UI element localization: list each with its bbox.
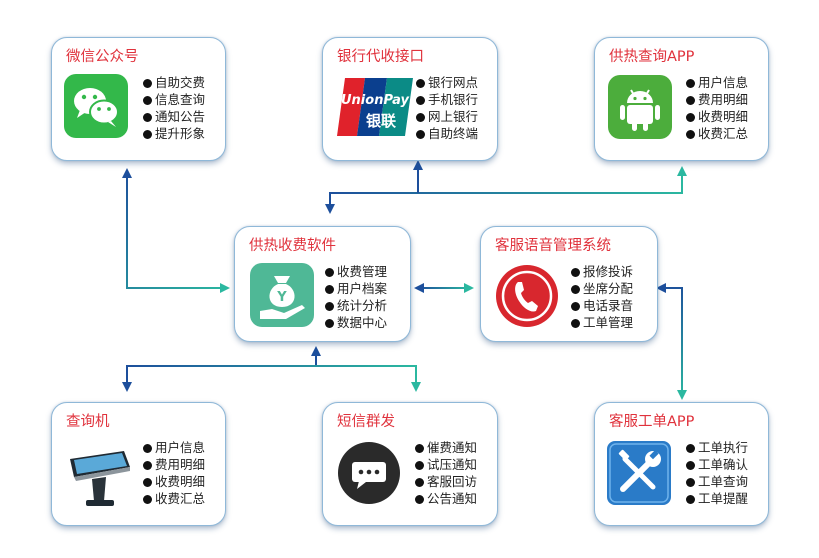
- arrowhead: [411, 382, 421, 392]
- list-item: 自助终端: [416, 125, 478, 142]
- list-item: 费用明细: [686, 91, 748, 108]
- node-title: 客服工单APP: [609, 414, 695, 430]
- feature-list: 用户信息 费用明细 收费明细 收费汇总: [143, 439, 205, 507]
- connector-voice-workorder: [665, 287, 683, 392]
- node-app: 供热查询APP 用户信息 费用明细 收费明细 收费汇总: [594, 37, 769, 161]
- node-title: 微信公众号: [66, 49, 139, 65]
- list-item: 催费通知: [415, 439, 477, 456]
- list-item: 电话录音: [571, 297, 633, 314]
- list-item: 报修投诉: [571, 263, 633, 280]
- currency-symbol: Y: [276, 290, 287, 305]
- money-bag-hand-icon: Y: [250, 263, 314, 331]
- arrowhead: [677, 390, 687, 400]
- kiosk-terminal-icon: [64, 437, 134, 513]
- arrowhead: [656, 283, 666, 293]
- list-item: 用户档案: [325, 280, 387, 297]
- node-voice: 客服语音管理系统 报修投诉 坐席分配 电话录音 工单管理: [480, 226, 658, 342]
- list-item: 工单确认: [686, 456, 748, 473]
- list-item: 网上银行: [416, 108, 478, 125]
- arrowhead: [413, 160, 423, 170]
- chat-bubble-icon: [337, 441, 401, 509]
- list-item: 手机银行: [416, 91, 478, 108]
- list-item: 统计分析: [325, 297, 387, 314]
- node-kiosk: 查询机 用户信息 费用明细 收费明细 收费汇总: [51, 402, 226, 526]
- feature-list: 报修投诉 坐席分配 电话录音 工单管理: [571, 263, 633, 331]
- node-title: 供热查询APP: [609, 49, 695, 65]
- phone-icon: [494, 263, 560, 333]
- connector-wechat-software: [126, 178, 220, 289]
- feature-list: 银行网点 手机银行 网上银行 自助终端: [416, 74, 478, 142]
- list-item: 收费明细: [143, 473, 205, 490]
- node-title: 供热收费软件: [249, 238, 336, 254]
- node-title: 银行代收接口: [337, 49, 424, 65]
- node-title: 客服语音管理系统: [495, 238, 611, 254]
- list-item: 工单管理: [571, 314, 633, 331]
- arrowhead: [311, 346, 321, 356]
- arrowhead: [464, 283, 474, 293]
- list-item: 工单执行: [686, 439, 748, 456]
- list-item: 收费汇总: [143, 490, 205, 507]
- list-item: 信息查询: [143, 91, 205, 108]
- list-item: 收费管理: [325, 263, 387, 280]
- node-title: 短信群发: [337, 414, 395, 430]
- unionpay-logo: UnionPay 银联: [335, 76, 415, 142]
- node-bank: 银行代收接口 UnionPay 银联 银行网点 手机银行 网上银行 自助终端: [322, 37, 498, 161]
- arrowhead: [122, 382, 132, 392]
- android-icon: [608, 75, 672, 143]
- list-item: 用户信息: [686, 74, 748, 91]
- list-item: 费用明细: [143, 456, 205, 473]
- feature-list: 自助交费 信息查询 通知公告 提升形象: [143, 74, 205, 142]
- arrowhead: [122, 168, 132, 178]
- arrowhead: [220, 283, 230, 293]
- wechat-icon: [64, 74, 128, 142]
- list-item: 数据中心: [325, 314, 387, 331]
- list-item: 自助交费: [143, 74, 205, 91]
- logo-text: UnionPay: [341, 93, 410, 108]
- list-item: 客服回访: [415, 473, 477, 490]
- node-sms: 短信群发 催费通知 试压通知 客服回访 公告通知: [322, 402, 498, 526]
- list-item: 用户信息: [143, 439, 205, 456]
- list-item: 收费汇总: [686, 125, 748, 142]
- arrowhead: [677, 166, 687, 176]
- connector-top-bus: [329, 174, 683, 206]
- feature-list: 收费管理 用户档案 统计分析 数据中心: [325, 263, 387, 331]
- tools-icon: [607, 441, 671, 509]
- list-item: 收费明细: [686, 108, 748, 125]
- node-software: 供热收费软件 Y 收费管理 用户档案 统计分析 数据中心: [234, 226, 411, 342]
- node-wechat: 微信公众号 自助交费 信息查询 通知公告 提升形象: [51, 37, 226, 161]
- list-item: 银行网点: [416, 74, 478, 91]
- node-workorder: 客服工单APP 工单执行 工单确认 工单查询 工单提醒: [594, 402, 769, 526]
- list-item: 通知公告: [143, 108, 205, 125]
- feature-list: 用户信息 费用明细 收费明细 收费汇总: [686, 74, 748, 142]
- arrowhead: [414, 283, 424, 293]
- arrowheads: [122, 160, 687, 400]
- arrowhead: [325, 204, 335, 214]
- list-item: 工单查询: [686, 473, 748, 490]
- list-item: 提升形象: [143, 125, 205, 142]
- logo-text: 银联: [366, 112, 397, 130]
- list-item: 试压通知: [415, 456, 477, 473]
- feature-list: 工单执行 工单确认 工单查询 工单提醒: [686, 439, 748, 507]
- list-item: 坐席分配: [571, 280, 633, 297]
- feature-list: 催费通知 试压通知 客服回访 公告通知: [415, 439, 477, 507]
- list-item: 公告通知: [415, 490, 477, 507]
- list-item: 工单提醒: [686, 490, 748, 507]
- connector-bottom-bus: [126, 365, 417, 384]
- node-title: 查询机: [66, 414, 110, 430]
